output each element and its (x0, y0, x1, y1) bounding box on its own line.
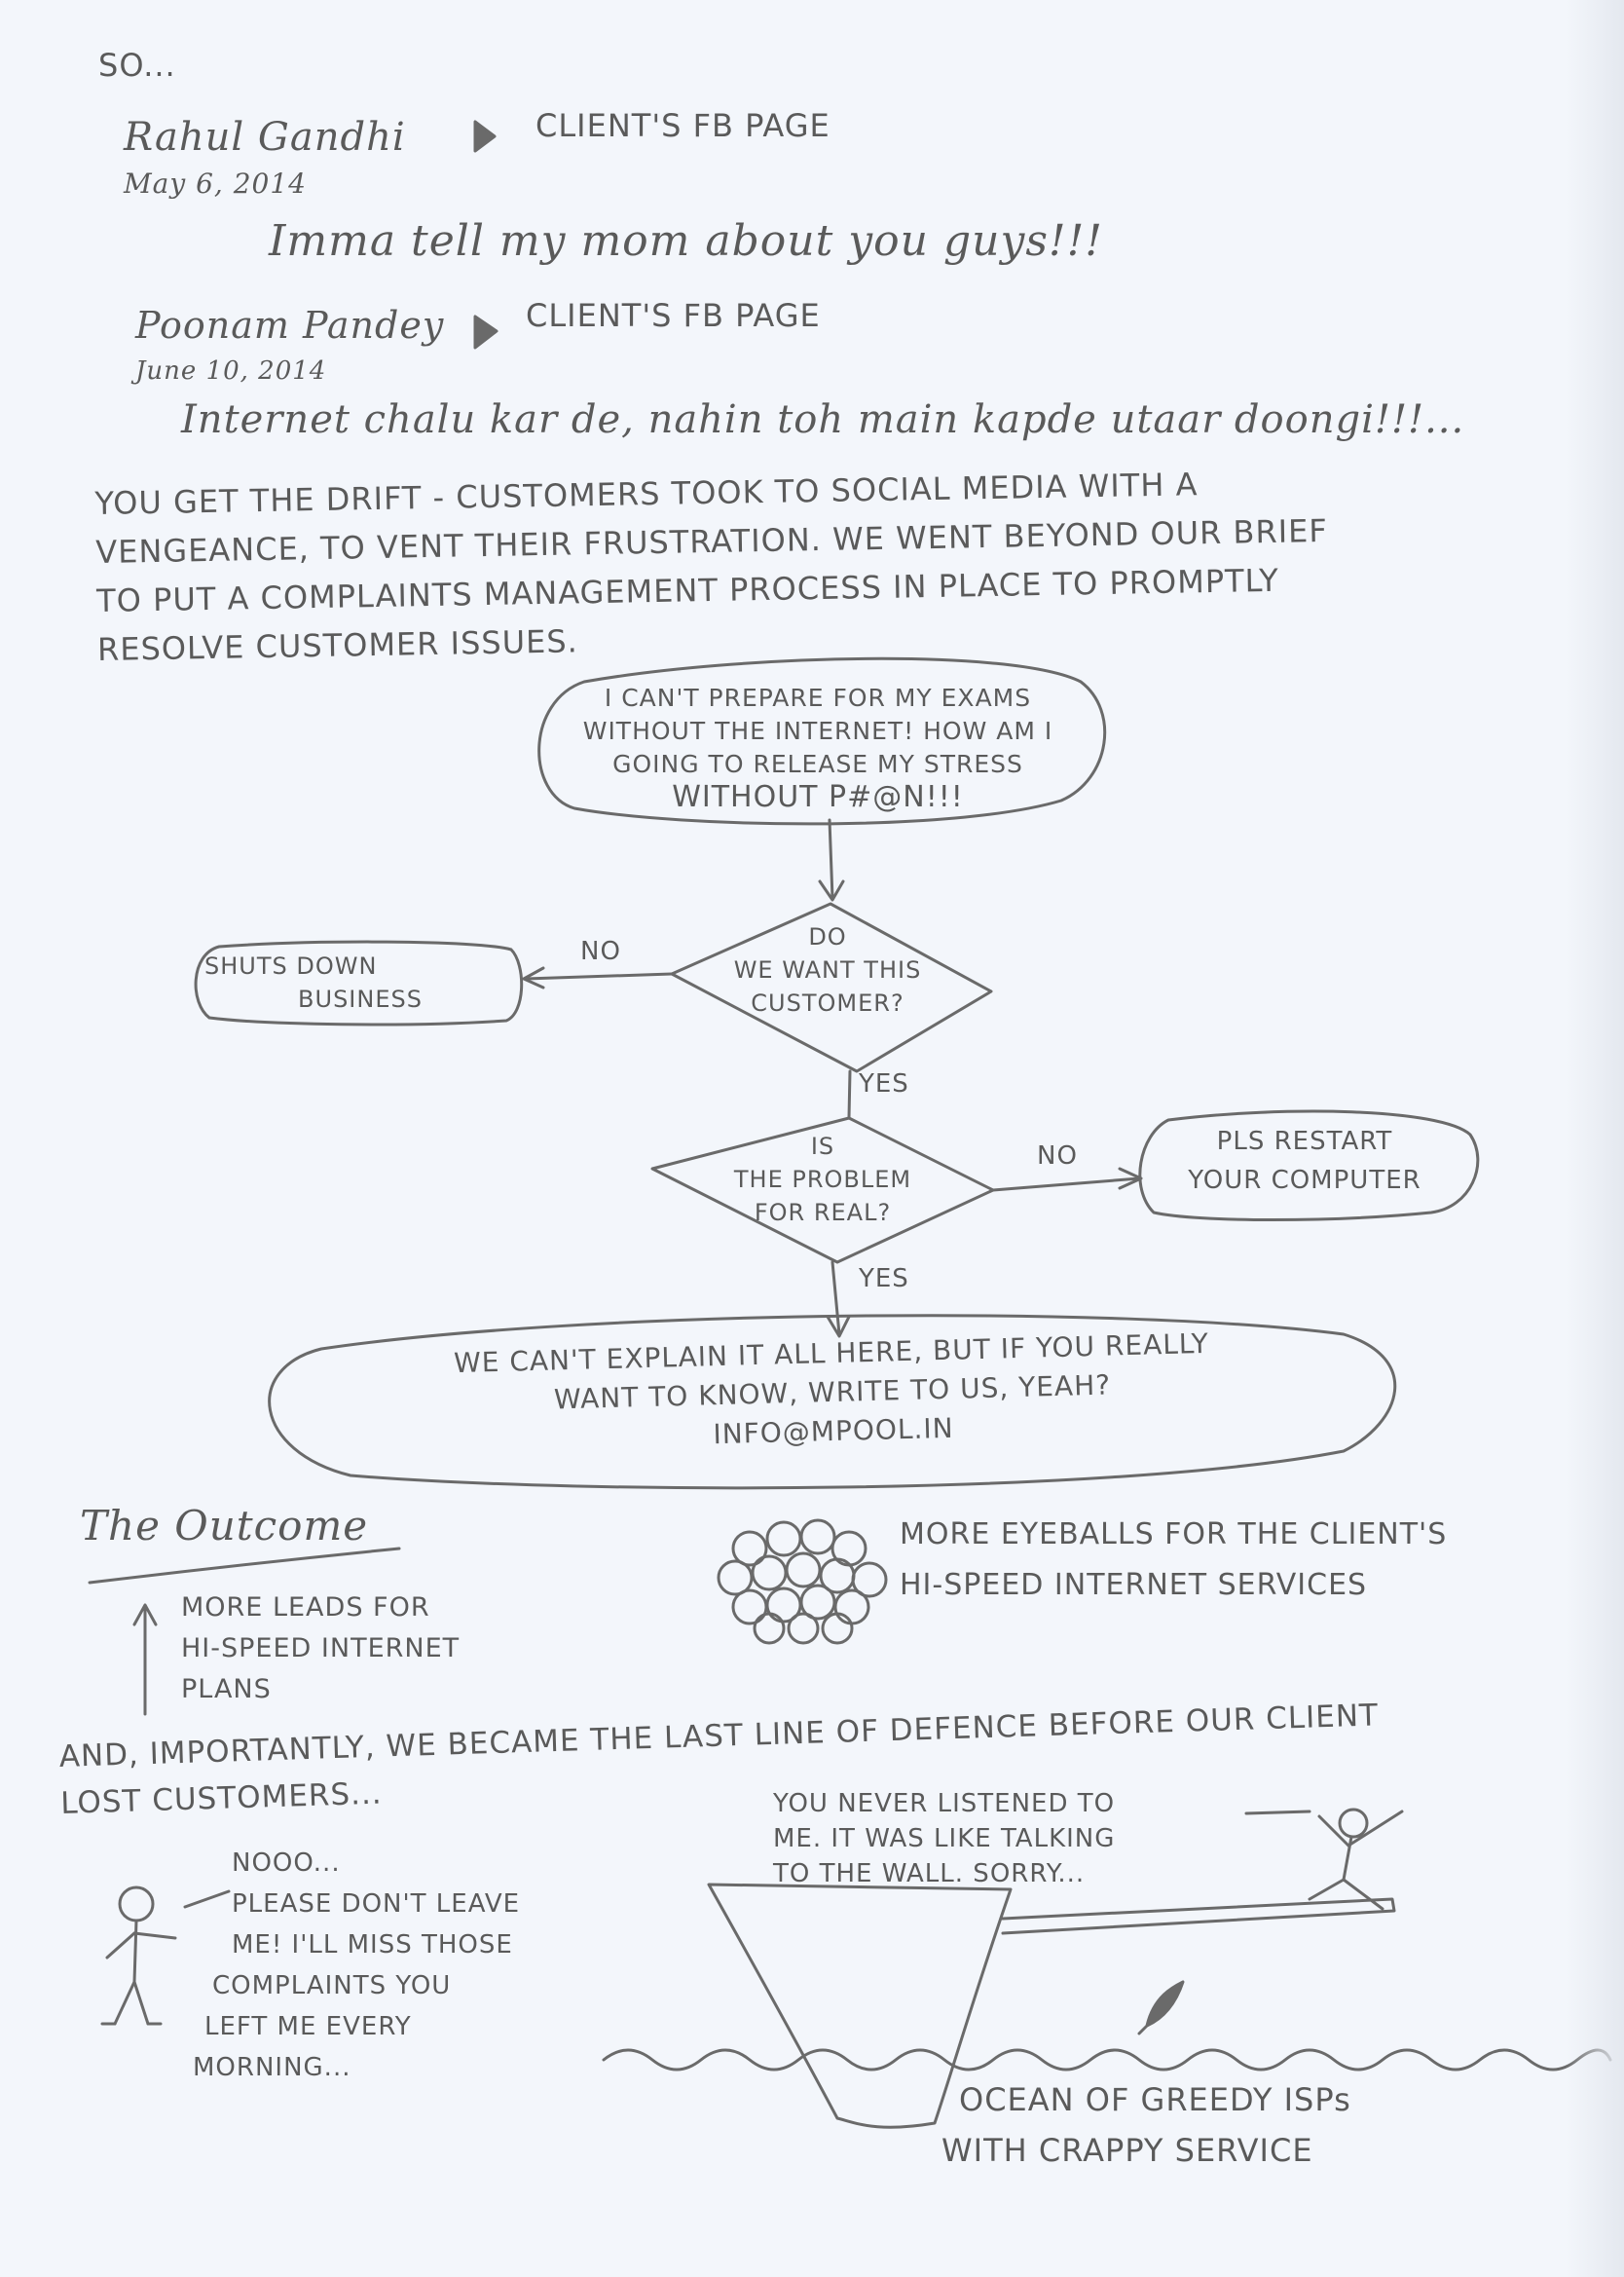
post-target: CLIENT'S FB PAGE (535, 107, 830, 144)
start-bubble (537, 656, 1107, 826)
plank (1001, 1897, 1396, 1935)
decision-diamond-2 (650, 1116, 995, 1264)
eyeballs-icon (717, 1518, 888, 1645)
paper-edge-shadow (1566, 0, 1624, 2277)
post-target: CLIENT'S FB PAGE (526, 297, 821, 334)
intro-text: SO... (98, 47, 176, 84)
sinking-boat (707, 1883, 1013, 2129)
fish-icon (1137, 1980, 1185, 2035)
flow-arrow (828, 818, 834, 900)
post-author: Poonam Pandey (135, 304, 445, 347)
ocean-waves (602, 2048, 1612, 2072)
post-date: June 10, 2014 (135, 356, 327, 386)
triangle-arrow-icon (473, 120, 497, 153)
post-message: Imma tell my mom about you guys!!! (269, 216, 1103, 266)
restart-box (1138, 1109, 1480, 1221)
intro-paragraph: YOU GET THE DRIFT - CUSTOMERS TOOK TO SO… (94, 458, 1330, 674)
post-date: May 6, 2014 (124, 168, 307, 200)
yes-label: YES (859, 1069, 909, 1099)
sad-stick-figure (100, 1885, 231, 2026)
outcome-title: The Outcome (80, 1502, 369, 1549)
no-label: NO (580, 937, 621, 966)
triangle-arrow-icon (473, 315, 498, 350)
decision-diamond-1 (670, 902, 993, 1073)
post-message: Internet chalu kar de, nahin toh main ka… (181, 397, 1465, 442)
no-label: NO (1037, 1141, 1078, 1171)
yes-label: YES (859, 1264, 909, 1293)
leaving-stick-figure (1244, 1808, 1404, 1911)
end-bubble (268, 1314, 1397, 1490)
post-author: Rahul Gandhi (124, 115, 406, 160)
shuts-down-box (194, 940, 524, 1027)
